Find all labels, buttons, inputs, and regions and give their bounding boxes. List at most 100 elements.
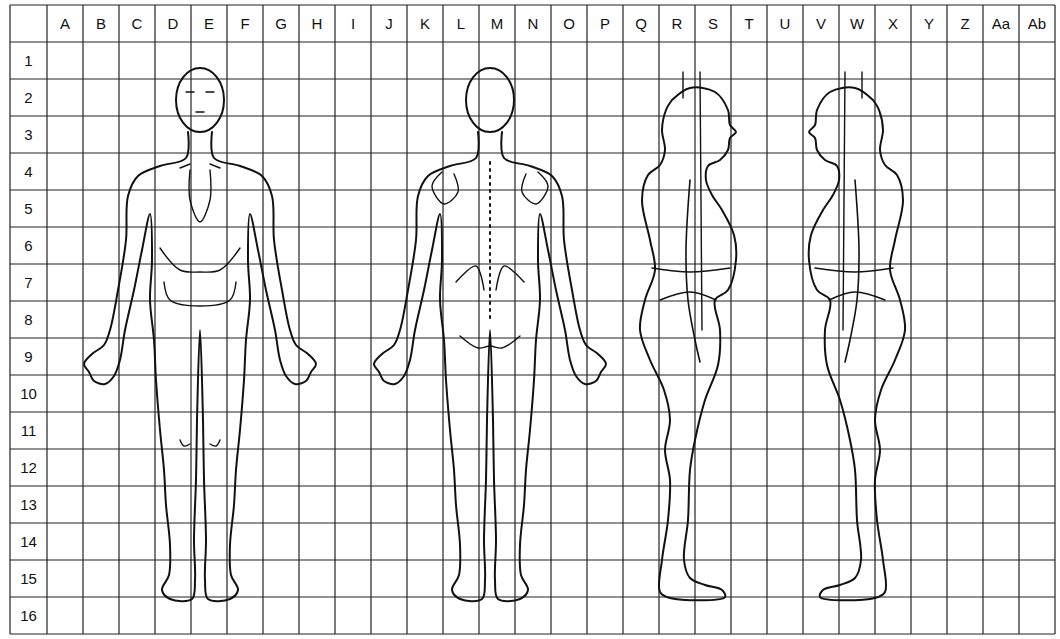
column-letter: Aa <box>992 16 1010 31</box>
row-number: 14 <box>20 534 37 549</box>
grid-line <box>406 5 407 634</box>
grid-line <box>10 4 1055 5</box>
grid-line <box>82 5 83 634</box>
column-letter: E <box>204 16 214 31</box>
grid-line <box>910 5 911 634</box>
column-letter: J <box>385 16 393 31</box>
column-letter: L <box>457 16 465 31</box>
chest-line <box>160 248 240 272</box>
row-number: 10 <box>20 386 37 401</box>
grid-line <box>766 5 767 634</box>
grid-line <box>478 5 479 634</box>
grid-line <box>982 5 983 634</box>
row-number: 7 <box>24 275 32 290</box>
column-letter: A <box>60 16 70 31</box>
row-number: 3 <box>24 127 32 142</box>
column-letter: V <box>816 16 826 31</box>
row-number: 11 <box>21 423 37 438</box>
grid-line <box>10 559 1055 560</box>
grid-line <box>730 5 731 634</box>
body-figures <box>84 68 905 601</box>
side-arm-line <box>845 180 859 362</box>
column-letter: Ab <box>1028 16 1046 31</box>
column-letter: R <box>672 16 683 31</box>
head-outline <box>466 68 514 132</box>
grid-line <box>370 5 371 634</box>
column-letter: D <box>168 16 179 31</box>
row-number: 2 <box>24 90 32 105</box>
column-letter: I <box>351 16 355 31</box>
grid-line <box>154 5 155 634</box>
column-letter: X <box>888 16 898 31</box>
column-letter: O <box>563 16 575 31</box>
grid <box>10 5 1055 634</box>
grid-line <box>10 633 1055 634</box>
grid-line <box>9 5 10 634</box>
row-number: 16 <box>20 608 37 623</box>
clavicle <box>180 164 190 168</box>
grid-line <box>694 5 695 634</box>
row-number: 15 <box>20 571 37 586</box>
side-hip-line <box>829 292 885 300</box>
grid-line <box>10 189 1055 190</box>
grid-line <box>10 263 1055 264</box>
row-number: 1 <box>24 53 32 68</box>
side-marker-line <box>843 72 845 330</box>
scapula <box>432 172 458 204</box>
grid-line <box>838 5 839 634</box>
grid-line <box>10 485 1055 486</box>
eye <box>186 91 194 92</box>
head-outline <box>176 68 224 132</box>
knee-mark <box>180 440 190 446</box>
grid-line <box>190 5 191 634</box>
front-body-outline <box>84 132 316 601</box>
column-letter: P <box>600 16 610 31</box>
grid-line <box>586 5 587 634</box>
grid-line <box>262 5 263 634</box>
column-letter: Y <box>924 16 934 31</box>
grid-line <box>10 522 1055 523</box>
back-line <box>456 266 484 290</box>
eye <box>206 91 214 92</box>
grid-line <box>10 300 1055 301</box>
gluteal-line <box>460 336 520 348</box>
waist-line <box>164 282 236 306</box>
side-hip-line <box>660 292 716 300</box>
grid-line <box>10 374 1055 375</box>
side-marker-line <box>682 72 683 98</box>
grid-line <box>10 337 1055 338</box>
row-number: 9 <box>24 349 32 364</box>
column-letter: M <box>491 16 504 31</box>
grid-line <box>874 5 875 634</box>
grid-line <box>946 5 947 634</box>
row-number: 8 <box>24 312 32 327</box>
side-body-outline <box>640 87 736 600</box>
row-number: 4 <box>24 164 32 179</box>
back-line <box>496 266 524 290</box>
column-letter: U <box>780 16 791 31</box>
side-marker-line <box>700 72 702 330</box>
grid-line <box>658 5 659 634</box>
side-waist-line <box>652 268 730 272</box>
side-arm-line <box>686 180 700 362</box>
column-letter: C <box>132 16 143 31</box>
row-number: 13 <box>20 497 37 512</box>
column-letter: K <box>420 16 430 31</box>
grid-line <box>46 5 47 634</box>
mouth <box>196 111 204 112</box>
column-letter: T <box>744 16 753 31</box>
column-letter: Z <box>960 16 969 31</box>
grid-line <box>550 5 551 634</box>
scapula <box>522 172 548 204</box>
column-letter: H <box>312 16 323 31</box>
back-body-outline <box>374 132 606 601</box>
grid-line <box>10 78 1055 79</box>
grid-line <box>10 41 1055 42</box>
column-letter: G <box>275 16 287 31</box>
grid-line <box>1054 5 1055 634</box>
grid-line <box>334 5 335 634</box>
row-number: 12 <box>20 460 37 475</box>
side-body-outline <box>809 87 905 600</box>
